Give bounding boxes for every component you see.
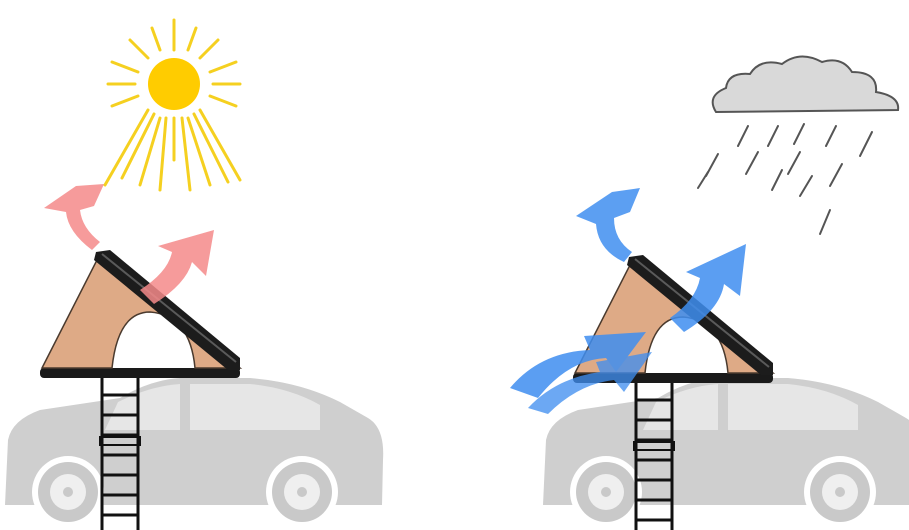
rain-drops	[698, 124, 872, 234]
car-left	[5, 378, 383, 528]
airflow-arrow-up-left	[44, 184, 104, 250]
wheel-right-front	[570, 456, 642, 528]
wheel-right-rear	[804, 456, 876, 528]
rain-cloud-icon	[698, 56, 898, 234]
airflow-arrow-up-left-blue	[576, 188, 640, 262]
sunny-panel	[5, 20, 383, 530]
car-right	[543, 378, 909, 528]
sun-icon	[105, 20, 240, 190]
tent-left	[40, 250, 240, 378]
rainy-panel	[510, 56, 909, 530]
wheel-left-rear	[266, 456, 338, 528]
wheel-left-front	[32, 456, 104, 528]
airflow-arrow-through-roof	[140, 230, 214, 304]
